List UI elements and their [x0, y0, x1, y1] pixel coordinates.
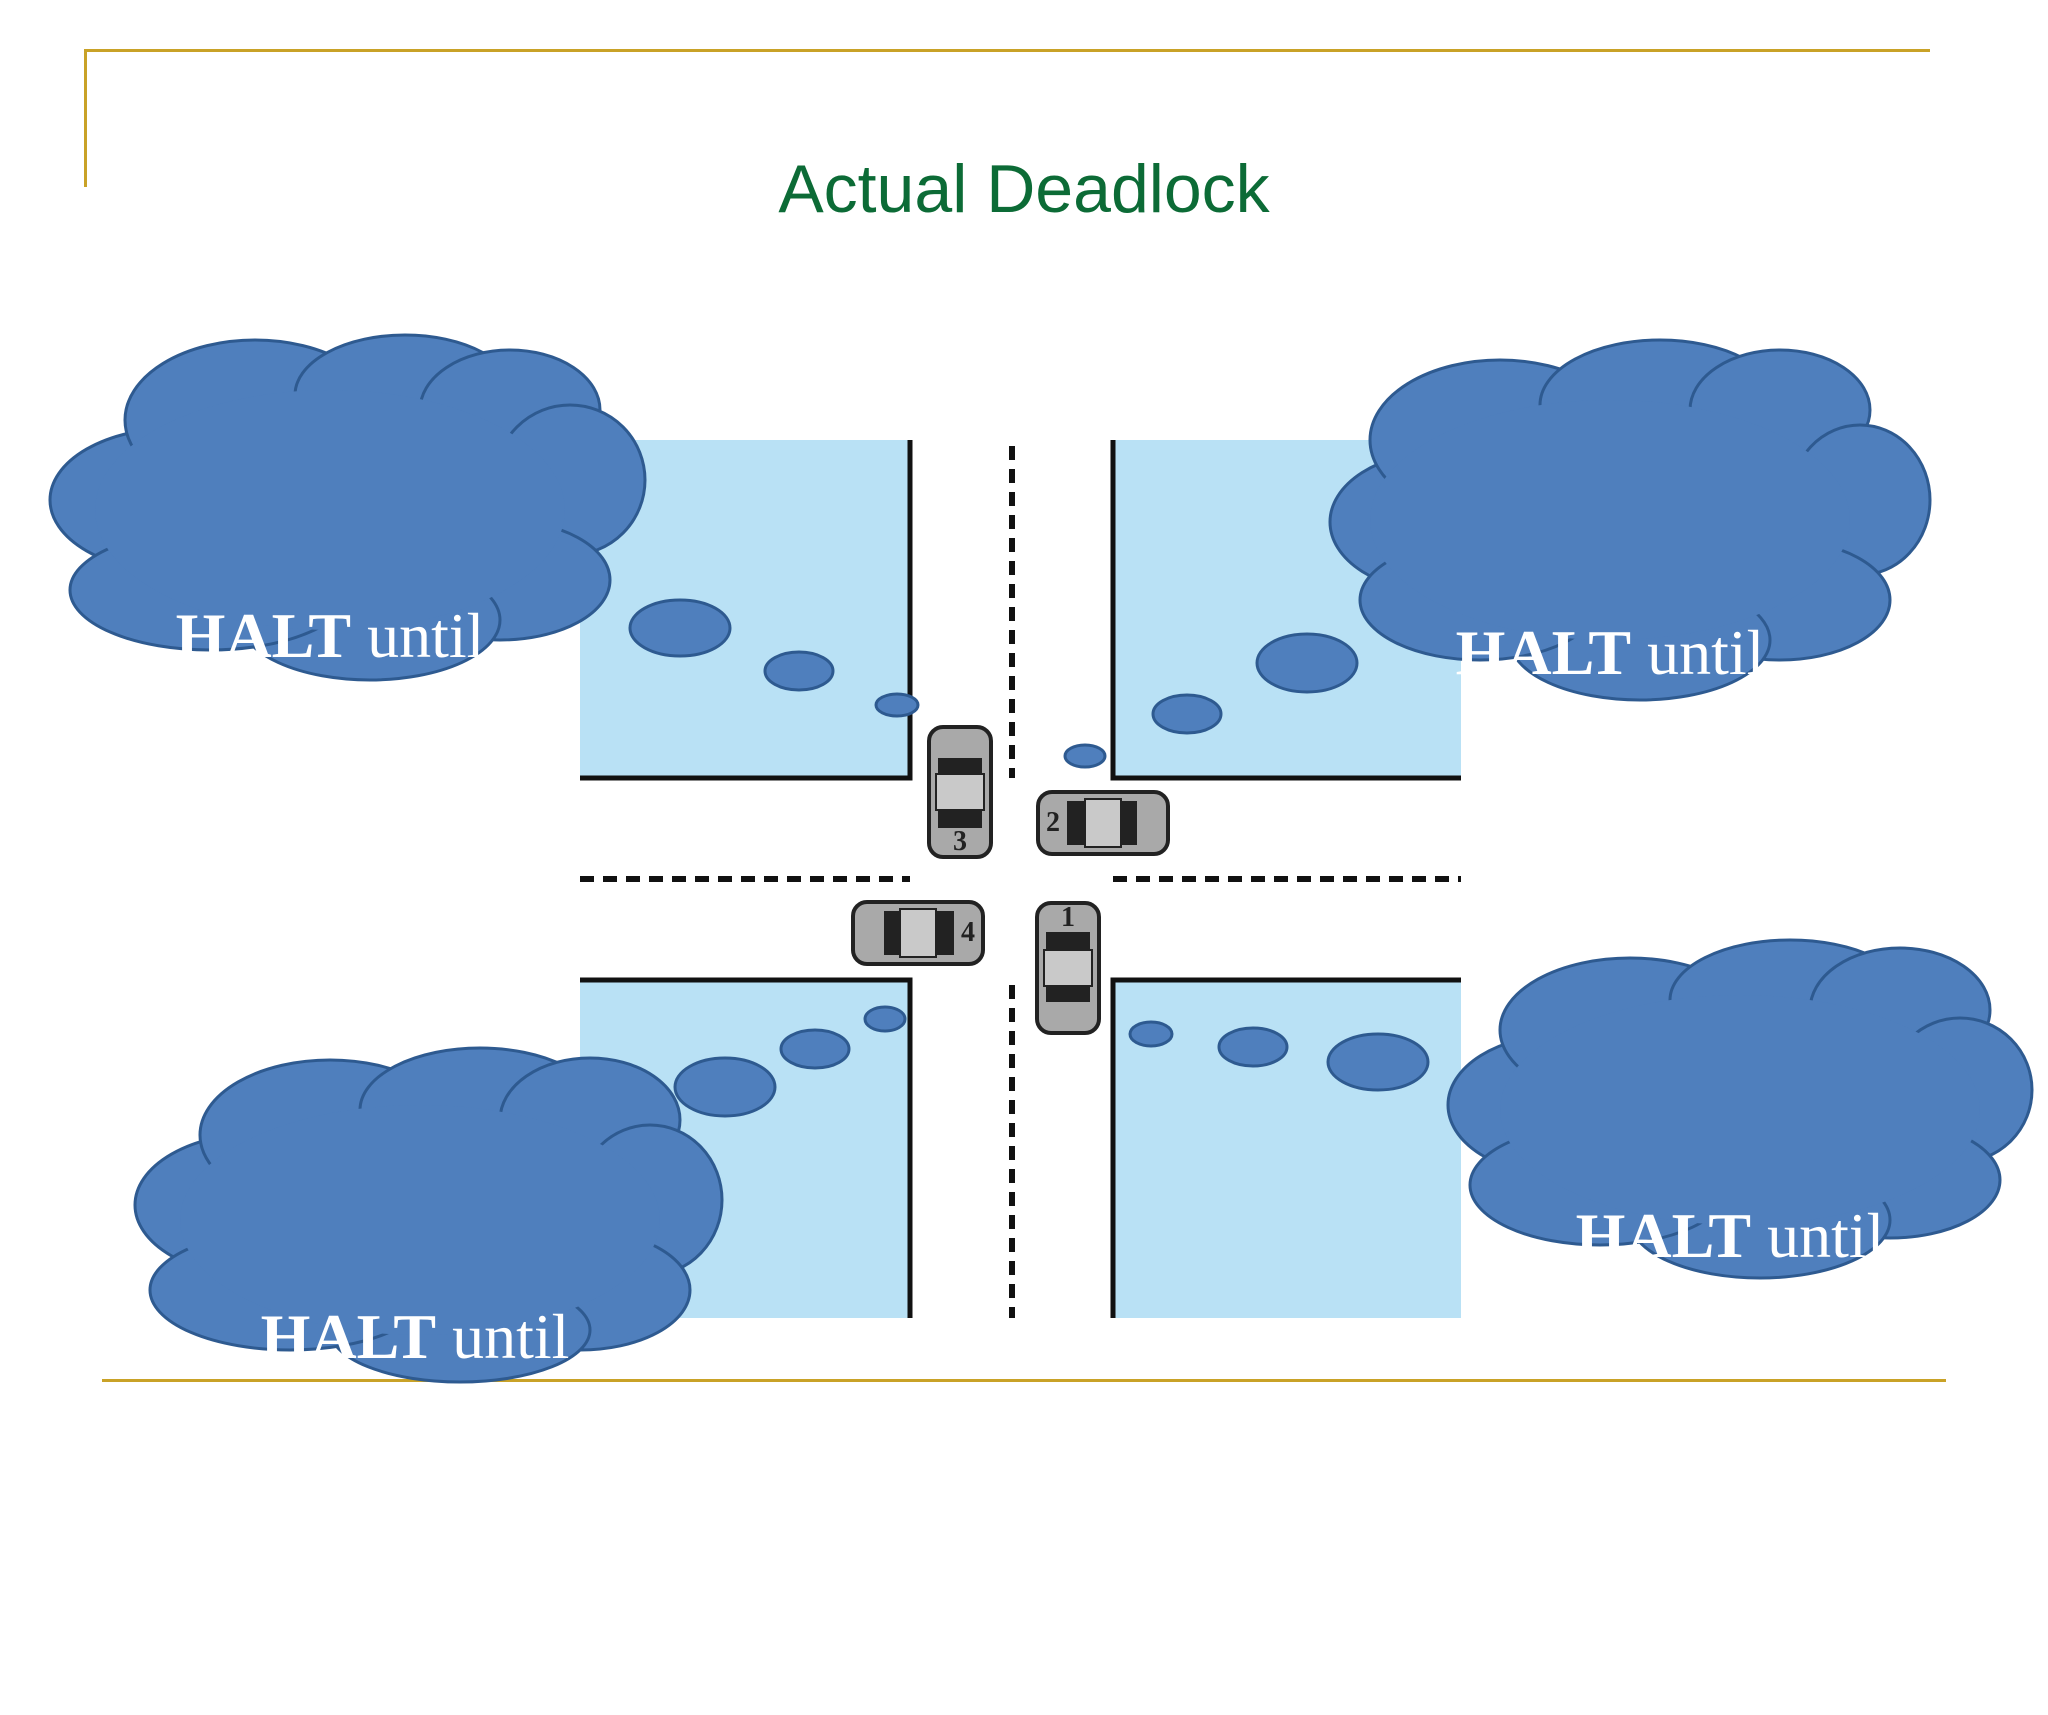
curb-top-left [580, 440, 913, 781]
cloud-b [1446, 938, 2034, 1280]
car-1: 1 [1035, 901, 1101, 1035]
car-3: 3 [927, 725, 993, 859]
car-2-label: 2 [1046, 807, 1060, 838]
cloud-d [48, 333, 647, 682]
left-rule [84, 49, 87, 187]
bubble-a-small [863, 1005, 907, 1033]
curb-bottom-right [1110, 977, 1461, 1318]
curb-top-right [1110, 440, 1461, 781]
bubble-a-large [673, 1056, 777, 1118]
car-1-label: 1 [1061, 902, 1075, 933]
bubble-b-medium [1217, 1026, 1289, 1068]
cloud-b-line2: B is free [1621, 1452, 1839, 1523]
cloud-b-line1: HALT until [1575, 1200, 1885, 1271]
bubble-d-small [874, 692, 920, 718]
cloud-a-line1: HALT until [260, 1301, 570, 1372]
bubble-d-medium [763, 650, 835, 692]
bubble-c-large [1255, 632, 1359, 694]
cloud-c-line1: HALT until [1455, 617, 1765, 688]
car-3-label: 3 [953, 826, 967, 857]
bubble-c-medium [1151, 693, 1223, 735]
cloud-a [133, 1046, 724, 1384]
car-2: 2 [1036, 790, 1170, 856]
intersection-diagram: 3 2 4 1 [48, 333, 2034, 1384]
slide-title: Actual Deadlock [778, 151, 1270, 227]
car-4: 4 [851, 900, 985, 966]
bubble-b-small [1128, 1020, 1174, 1048]
bottom-rule [102, 1379, 1946, 1382]
bubble-b-large [1326, 1032, 1430, 1092]
bubble-a-medium [779, 1028, 851, 1070]
curb-bottom-left [580, 977, 913, 1318]
bubble-c-small [1063, 743, 1107, 769]
cloud-a-text: HALT until A is free [175, 1127, 655, 1715]
cloud-d-text: HALT until D is free [90, 426, 570, 1014]
cloud-a-line2: A is free [298, 1553, 532, 1624]
cloud-d-line2: D is free [219, 852, 441, 923]
cloud-b-text: HALT until B is free [1490, 1026, 1970, 1614]
cloud-c-line2: C is free [1501, 869, 1719, 940]
car-4-label: 4 [961, 917, 975, 948]
cloud-c [1328, 338, 1932, 702]
top-rule [84, 49, 1930, 52]
bubble-d-large [628, 598, 732, 658]
cloud-c-text: HALT until C is free [1370, 443, 1850, 1031]
cloud-d-line1: HALT until [175, 600, 485, 671]
